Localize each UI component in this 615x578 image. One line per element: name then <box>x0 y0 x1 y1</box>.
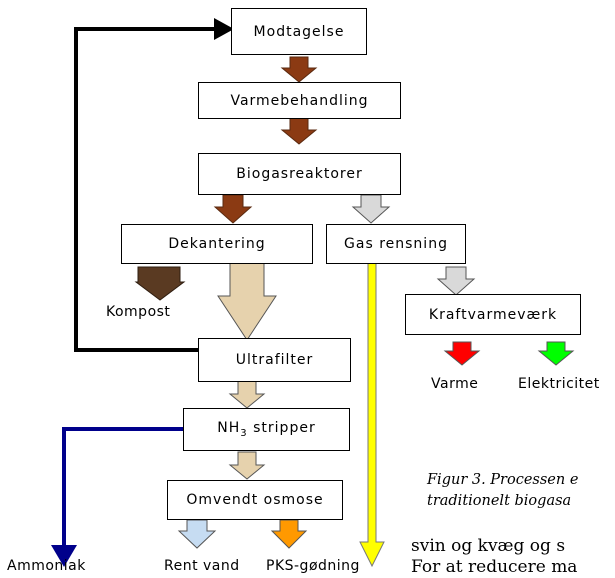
compost-arrow <box>134 266 186 301</box>
dekantering-label: Dekantering <box>168 236 266 252</box>
arrow-to-ammoniak <box>62 427 183 547</box>
ammoniak-label: Ammoniak <box>7 558 86 574</box>
kraftvarmevaerk-label: Kraftvarmeværk <box>428 306 558 323</box>
biogasreaktorer-label: Biogasreaktorer <box>236 166 363 182</box>
elektricitet-label: Elektricitet <box>518 376 600 392</box>
arrow-biogasreaktorer-to-dekantering <box>213 194 253 224</box>
arrow-dekantering-to-ultrafilter <box>217 262 277 341</box>
rent-vand-label: Rent vand <box>164 558 240 574</box>
body-text-line-1: svin og kvæg og s <box>411 536 566 556</box>
nh3-prefix: NH <box>217 420 241 437</box>
varmebehandling-box: Varmebehandling <box>198 82 401 119</box>
arrow-modtagelse-to-varmebehandling <box>280 56 318 83</box>
return-loop-arrowhead <box>214 18 234 40</box>
figure-caption: Figur 3. Processen e traditionelt biogas… <box>427 470 615 512</box>
nh3-subscript: 3 <box>240 427 248 439</box>
gas-rensning-box: Gas rensning <box>326 224 466 264</box>
figure-caption-line-1: Figur 3. Processen e <box>427 472 579 488</box>
body-text-line-2: For at reducere ma <box>411 557 578 577</box>
arrow-biogasreaktorer-to-gas-rensning <box>351 194 391 224</box>
arrow-ultrafilter-to-nh3-stripper <box>228 380 266 409</box>
gas-rensning-label: Gas rensning <box>344 236 448 252</box>
biogasreaktorer-box: Biogasreaktorer <box>198 153 401 195</box>
modtagelse-box: Modtagelse <box>231 8 367 55</box>
nh3-suffix: stripper <box>247 420 316 437</box>
arrow-gas-rensning-to-kraftvarmevaerk <box>436 266 476 296</box>
yellow-gas-arrow <box>359 261 385 568</box>
arrow-to-ammoniak-head <box>51 545 77 567</box>
kraftvarmevaerk-box: Kraftvarmeværk <box>405 294 581 335</box>
ultrafilter-box: Ultrafilter <box>198 338 351 382</box>
arrow-to-varme <box>443 341 481 366</box>
arrow-nh3-stripper-to-omvendt-osmose <box>228 451 266 480</box>
dekantering-box: Dekantering <box>121 224 313 264</box>
omvendt-osmose-box: Omvendt osmose <box>167 480 343 520</box>
nh3-stripper-label: NH3 stripper <box>217 420 315 439</box>
ultrafilter-label: Ultrafilter <box>235 352 314 368</box>
figure-caption-line-2: traditionelt biogasa <box>427 493 572 509</box>
omvendt-osmose-label: Omvendt osmose <box>186 492 324 508</box>
modtagelse-label: Modtagelse <box>253 23 345 40</box>
kompost-label: Kompost <box>106 304 171 320</box>
varme-label: Varme <box>431 376 479 392</box>
body-text: svin og kvæg og s For at reducere ma <box>411 536 577 578</box>
return-loop-arrow <box>74 27 230 352</box>
arrow-to-pks-godning <box>270 519 308 549</box>
pks-godning-label: PKS-gødning <box>266 558 360 574</box>
arrow-to-rent-vand <box>177 519 217 549</box>
arrow-to-elektricitet <box>537 341 575 366</box>
nh3-stripper-box: NH3 stripper <box>183 408 350 451</box>
varmebehandling-label: Varmebehandling <box>230 92 369 109</box>
arrow-varmebehandling-to-biogasreaktorer <box>280 117 318 145</box>
